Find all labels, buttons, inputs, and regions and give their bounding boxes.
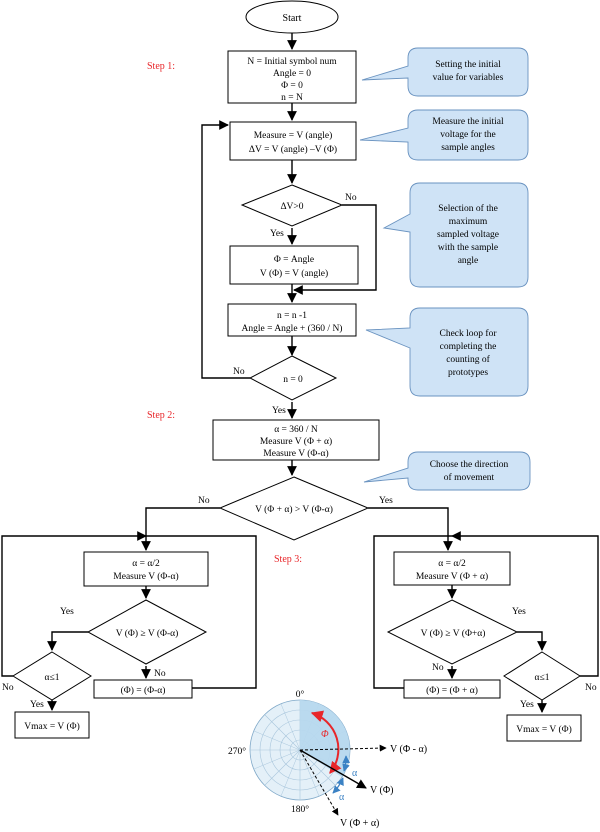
measure-line: Measure = V (angle) — [254, 130, 333, 141]
connector-lines — [1, 33, 599, 713]
left-vmax-box: Vmax = V (Φ) — [14, 711, 90, 739]
decision-direction-label: V (Φ + α) > V (Φ-α) — [255, 504, 333, 515]
no-label: No — [233, 367, 245, 377]
callout-line: voltage for the — [440, 129, 495, 140]
step2-box: α = 360 / N Measure V (Φ + α) Measure V … — [212, 419, 380, 461]
no-label: No — [585, 683, 597, 693]
left-compare-decision: V (Φ) ≥ V (Φ-α) — [86, 599, 208, 665]
right-vmax-box: Vmax = V (Φ) — [506, 714, 582, 742]
callout-line: of movement — [444, 472, 495, 483]
left-alpha-label: α≤1 — [45, 673, 60, 683]
decision-dv-label: ΔV>0 — [280, 202, 303, 212]
callout-line: Setting the initial — [435, 60, 501, 70]
left-vmax-label: Vmax = V (Φ) — [24, 721, 80, 732]
step2-label: Step 2: — [147, 410, 175, 421]
measure-box: Measure = V (angle) ΔV = V (angle) –V (Φ… — [229, 121, 357, 161]
no-label: No — [345, 193, 357, 203]
no-label: No — [154, 669, 166, 679]
yes-label: Yes — [270, 229, 284, 239]
decision-n-label: n = 0 — [283, 375, 303, 385]
left-alpha-decision: α≤1 — [12, 651, 92, 701]
callout-direction: Choose the direction of movement — [363, 451, 531, 491]
yes-label: Yes — [520, 700, 534, 710]
update-box: Φ = Angle V (Φ) = V (angle) — [229, 245, 359, 285]
decision-direction: V (Φ + α) > V (Φ-α) — [218, 476, 370, 541]
left-compare-label: V (Φ) ≥ V (Φ-α) — [116, 628, 179, 639]
right-halve-line: α = α/2 — [438, 559, 466, 569]
loop-box: n = n -1 Angle = Angle + (360 / N) — [227, 303, 357, 337]
left-halve-line: Measure V (Φ-α) — [113, 571, 178, 582]
init-line: Angle = 0 — [273, 69, 311, 79]
start-label: Start — [283, 13, 302, 24]
right-compare-decision: V (Φ) ≥ V (Φ+α) — [386, 599, 519, 665]
polar-diagram: 0° 270° 180° Φ α α V (Φ - α) V (Φ) V (Φ … — [228, 689, 427, 829]
callout-line: angle — [458, 256, 479, 266]
init-line: N = Initial symbol num — [247, 57, 337, 67]
init-line: Φ = 0 — [281, 81, 303, 91]
polar-alpha-label: α — [339, 792, 345, 803]
left-halve-line: α = α/2 — [132, 559, 160, 569]
update-line: V (Φ) = V (angle) — [260, 268, 328, 279]
callout-line: maximum — [449, 217, 488, 227]
polar-v-phi: V (Φ) — [370, 785, 394, 796]
no-label: No — [198, 496, 210, 506]
polar-deg270: 270° — [228, 746, 246, 757]
decision-n: n = 0 — [248, 355, 338, 401]
yes-label: Yes — [60, 607, 74, 617]
step3-label: Step 3: — [274, 554, 302, 565]
callout-line: sample angles — [441, 143, 495, 153]
callout-line: counting of — [446, 354, 490, 365]
right-halve-line: Measure V (Φ + α) — [416, 571, 488, 582]
left-assign-box: (Φ) = (Φ-α) — [93, 679, 193, 699]
callout-line: value for variables — [433, 72, 504, 83]
yes-label: Yes — [30, 700, 44, 710]
right-assign-label: (Φ) = (Φ + α) — [426, 685, 478, 696]
callout-line: sampled voltage — [437, 230, 499, 240]
polar-phi-label: Φ — [321, 729, 329, 740]
callout-line: Choose the direction — [430, 460, 509, 470]
callout-initial-values: Setting the initial value for variables — [361, 47, 529, 97]
callout-line: Check loop for — [440, 328, 498, 339]
no-label: No — [2, 683, 14, 693]
start-node: Start — [245, 0, 339, 34]
init-line: n = N — [281, 93, 303, 103]
right-alpha-label: α≤1 — [535, 673, 550, 683]
step2-line: α = 360 / N — [274, 425, 318, 435]
polar-deg180: 180° — [291, 804, 309, 815]
left-halve-box: α = α/2 Measure V (Φ-α) — [83, 551, 209, 587]
measure-line: ΔV = V (angle) –V (Φ) — [249, 144, 337, 155]
polar-deg0: 0° — [296, 689, 305, 700]
step1-label: Step 1: — [147, 61, 175, 72]
loop-line: Angle = Angle + (360 / N) — [242, 323, 343, 334]
right-assign-box: (Φ) = (Φ + α) — [403, 679, 501, 699]
right-compare-label: V (Φ) ≥ V (Φ+α) — [421, 628, 486, 639]
polar-alpha-label: α — [352, 768, 358, 779]
callout-line: Measure the initial — [432, 117, 504, 127]
update-line: Φ = Angle — [274, 255, 314, 265]
right-halve-box: α = α/2 Measure V (Φ + α) — [393, 551, 511, 586]
polar-v-phi-minus-alpha: V (Φ - α) — [390, 744, 427, 755]
callout-check-loop: Check loop for completing the counting o… — [365, 307, 529, 397]
step2-line: Measure V (Φ-α) — [263, 448, 328, 459]
callout-max-voltage: Selection of the maximum sampled voltage… — [382, 182, 529, 288]
callout-line: with the sample — [438, 243, 498, 253]
init-box: N = Initial symbol num Angle = 0 Φ = 0 n… — [227, 50, 357, 104]
yes-label: Yes — [512, 607, 526, 617]
polar-v-phi-plus-alpha: V (Φ + α) — [340, 818, 379, 829]
callout-line: Selection of the — [438, 203, 498, 214]
no-label: No — [432, 663, 444, 673]
callout-line: prototypes — [448, 368, 488, 378]
callout-measure-voltage: Measure the initial voltage for the samp… — [359, 109, 529, 161]
callout-line: completing the — [440, 342, 497, 352]
yes-label: Yes — [272, 406, 286, 416]
left-assign-label: (Φ) = (Φ-α) — [121, 685, 166, 696]
step2-line: Measure V (Φ + α) — [260, 436, 332, 447]
right-alpha-decision: α≤1 — [503, 651, 581, 701]
right-vmax-label: Vmax = V (Φ) — [516, 724, 572, 735]
loop-line: n = n -1 — [277, 311, 307, 321]
yes-label: Yes — [379, 496, 393, 506]
decision-dv: ΔV>0 — [240, 184, 344, 227]
